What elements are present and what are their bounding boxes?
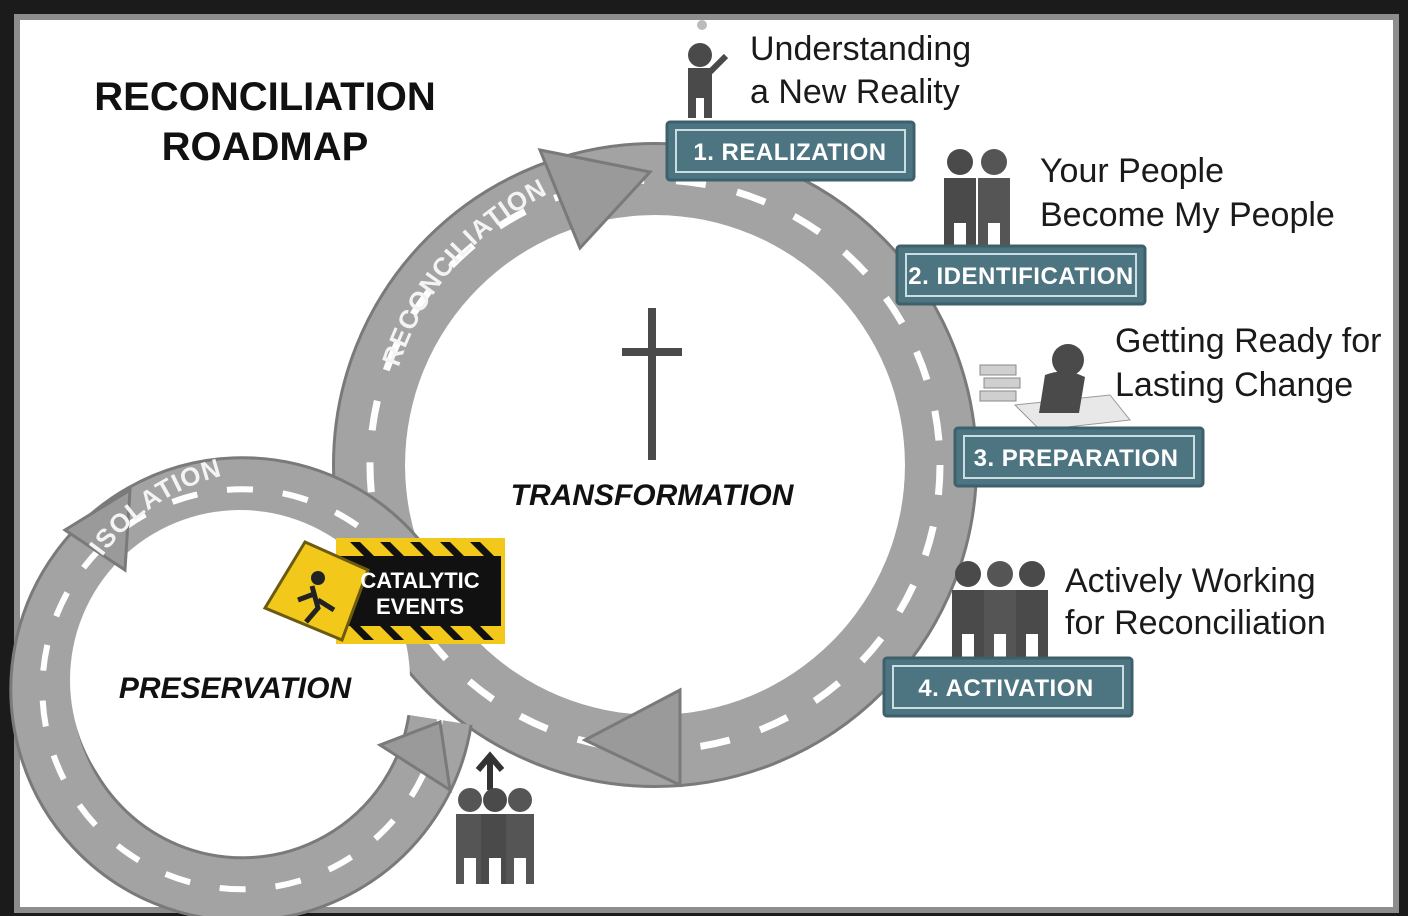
stage-1-desc-line2: a New Reality [750,73,960,111]
stage-1-desc-line1: Understanding [750,30,971,68]
isolation-arrowhead [62,487,132,573]
stage-3-desc-line1: Getting Ready for [1115,322,1381,360]
two-people-icon [944,149,1010,253]
stage-4-desc-line2: for Reconciliation [1065,604,1326,642]
three-people-icon [952,561,1048,662]
stage-realization: Understanding a New Reality 1. REALIZATI… [665,20,971,182]
diagram-title-line1: RECONCILIATION [94,75,435,119]
stage-4-desc-line1: Actively Working [1065,562,1316,600]
stage-2-desc-line2: Become My People [1040,196,1335,234]
cross-icon [622,308,682,460]
stage-3-desc-line2: Lasting Change [1115,366,1353,404]
catalytic-line2: EVENTS [376,594,464,619]
catalytic-events-sign: CATALYTIC EVENTS [262,538,505,644]
stage-1-label: 1. REALIZATION [693,139,886,166]
hazard-stripes-top [340,542,501,556]
transformation-label: TRANSFORMATION [511,479,795,512]
catalytic-line1: CATALYTIC [360,568,479,593]
stage-2-desc-line1: Your People [1040,152,1224,190]
transformation-center [405,215,905,715]
warning-sign-icon [262,540,370,642]
preservation-arrowhead [376,719,452,794]
stage-preparation: Getting Ready for Lasting Change 3. PREP… [953,322,1381,488]
return-arrowhead [581,687,682,788]
stage-2-label: 2. IDENTIFICATION [908,263,1133,290]
preservation-label: PRESERVATION [119,672,353,705]
studying-person-icon [979,344,1131,431]
diagram-title-line2: ROADMAP [162,125,369,169]
stage-4-label: 4. ACTIVATION [918,675,1093,702]
stage-identification: Your People Become My People 2. IDENTIFI… [895,149,1335,306]
stage-3-label: 3. PREPARATION [974,445,1179,472]
reconciliation-arrowhead [537,147,653,251]
thinking-person-icon [688,20,729,118]
stage-activation: Actively Working for Reconciliation 4. A… [882,561,1326,718]
group-rising-icon [456,751,534,884]
road-dashes [39,486,443,893]
hazard-stripes-bottom [340,626,501,640]
